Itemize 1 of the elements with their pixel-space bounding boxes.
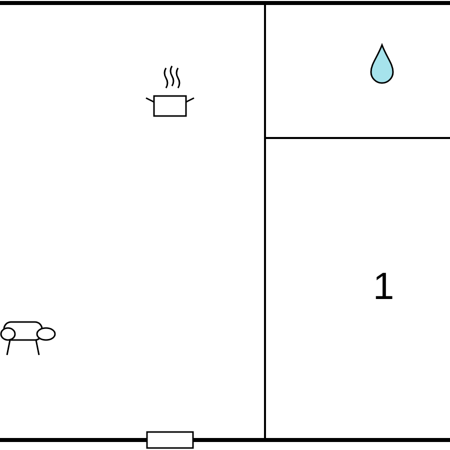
room-number: 1: [373, 268, 394, 306]
